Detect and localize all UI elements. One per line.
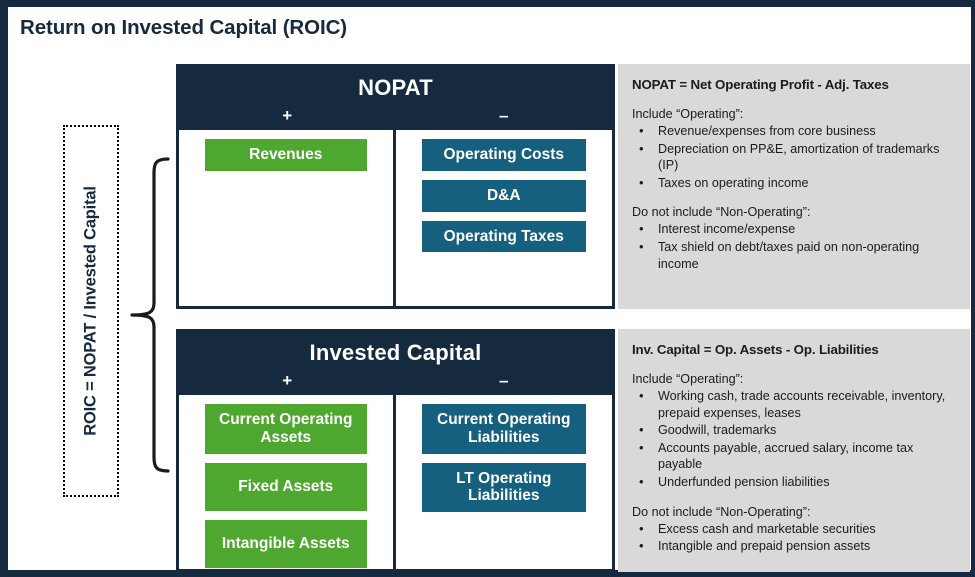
nopat-panel-title: NOPAT = Net Operating Profit - Adj. Taxe…	[632, 77, 889, 92]
invested-capital-explanation-panel: Inv. Capital = Op. Assets - Op. Liabilit…	[618, 329, 970, 572]
page-title: Return on Invested Capital (ROIC)	[20, 16, 348, 39]
nopat-minus-sign: –	[499, 106, 509, 125]
ic-item-lt-operating-liabilities[interactable]: LT Operating Liabilities	[421, 462, 586, 513]
ic-item-current-operating-assets[interactable]: Current Operating Assets	[205, 404, 367, 454]
list-item: Interest income/expense	[634, 220, 956, 238]
nopat-signs: + –	[179, 106, 612, 130]
invested-capital-plus-sign: +	[282, 371, 293, 390]
list-item: Underfunded pension liabilities	[634, 473, 956, 491]
list-item: Intangible and prepaid pension assets	[634, 537, 956, 555]
section-nopat: NOPAT + – Revenues Operating Costs D&A O…	[176, 64, 615, 309]
invested-capital-header: Invested Capital + –	[179, 332, 612, 395]
invested-capital-signs: + –	[179, 371, 612, 395]
ic-item-intangible-assets[interactable]: Intangible Assets	[205, 519, 367, 568]
invested-capital-liabilities-column: Current Operating Liabilities LT Operati…	[395, 395, 612, 569]
nopat-exclude-label: Do not include “Non-Operating”:	[632, 205, 811, 220]
list-item: Working cash, trade accounts receivable,…	[634, 387, 956, 421]
list-item: Depreciation on PP&E, amortization of tr…	[634, 140, 956, 174]
nopat-block: NOPAT + – Revenues Operating Costs D&A O…	[176, 64, 615, 309]
nopat-exclude-list: Interest income/expense Tax shield on de…	[634, 220, 956, 272]
roic-formula-label: ROIC = NOPAT / Invested Capital	[81, 186, 100, 436]
list-item: Tax shield on debt/taxes paid on non-ope…	[634, 238, 956, 272]
ic-item-fixed-assets[interactable]: Fixed Assets	[205, 462, 367, 511]
nopat-additions-column: Revenues	[179, 130, 396, 306]
list-item: Goodwill, trademarks	[634, 421, 956, 439]
nopat-explanation-panel: NOPAT = Net Operating Profit - Adj. Taxe…	[618, 64, 970, 309]
nopat-plus-sign: +	[282, 106, 293, 125]
ic-include-list: Working cash, trade accounts receivable,…	[634, 387, 956, 491]
list-item: Taxes on operating income	[634, 174, 956, 192]
invested-capital-minus-sign: –	[499, 371, 509, 390]
list-item: Accounts payable, accrued salary, income…	[634, 439, 956, 473]
roic-formula-box: ROIC = NOPAT / Invested Capital	[63, 125, 119, 497]
list-item: Excess cash and marketable securities	[634, 520, 956, 538]
invested-capital-columns: Current Operating Assets Fixed Assets In…	[179, 395, 612, 569]
invested-capital-block: Invested Capital + – Current Operating A…	[176, 329, 615, 572]
nopat-item-dna[interactable]: D&A	[421, 179, 586, 212]
nopat-subtractions-column: Operating Costs D&A Operating Taxes	[395, 130, 612, 306]
nopat-include-label: Include “Operating”:	[632, 107, 744, 121]
nopat-header: NOPAT + –	[179, 67, 612, 130]
invested-capital-assets-column: Current Operating Assets Fixed Assets In…	[179, 395, 396, 569]
nopat-columns: Revenues Operating Costs D&A Operating T…	[179, 130, 612, 306]
section-invested-capital: Invested Capital + – Current Operating A…	[176, 329, 615, 572]
ic-item-current-operating-liabilities[interactable]: Current Operating Liabilities	[421, 404, 586, 454]
invested-capital-title: Invested Capital	[309, 340, 482, 365]
nopat-include-list: Revenue/expenses from core business Depr…	[634, 122, 956, 192]
nopat-item-revenues[interactable]: Revenues	[205, 139, 367, 171]
ic-exclude-list: Excess cash and marketable securities In…	[634, 520, 956, 555]
ic-include-label: Include “Operating”:	[632, 372, 744, 386]
ic-panel-title: Inv. Capital = Op. Assets - Op. Liabilit…	[632, 342, 879, 357]
nopat-item-operating-costs[interactable]: Operating Costs	[421, 139, 586, 171]
nopat-title: NOPAT	[358, 75, 433, 100]
nopat-item-operating-taxes[interactable]: Operating Taxes	[421, 220, 586, 253]
grouping-brace-icon	[130, 157, 170, 473]
ic-exclude-label: Do not include “Non-Operating”:	[632, 504, 811, 519]
list-item: Revenue/expenses from core business	[634, 122, 956, 140]
